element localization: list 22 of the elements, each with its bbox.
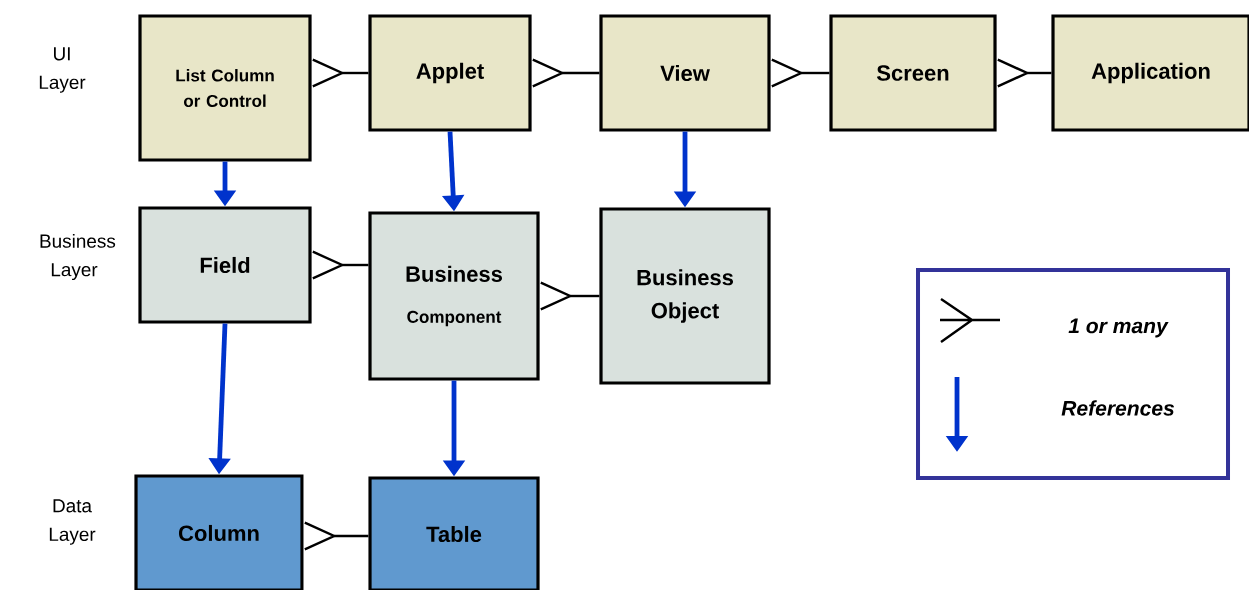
crows-foot-connector [312, 250, 369, 280]
crows-foot-connector [312, 58, 369, 88]
crows-foot-connector [771, 58, 830, 88]
crows-foot-connector [532, 58, 600, 88]
entity-box: Field [138, 206, 312, 324]
layer-label: Data Layer [49, 499, 96, 545]
crows-foot-connector [540, 281, 600, 311]
entity-box: Business Object [599, 207, 771, 385]
legend-text: 1 or many [1068, 318, 1169, 338]
crows-foot-connector [304, 521, 369, 551]
entity-box: Application [1051, 14, 1249, 132]
entity-box: List Column or Control [138, 14, 312, 162]
legend-text: References [1061, 400, 1175, 416]
crows-foot-connector [997, 58, 1052, 88]
entity-box: Screen [829, 14, 997, 132]
entity-box: Applet [368, 14, 532, 132]
layer-label: UI Layer [39, 47, 86, 93]
layer-label: Business Layer [40, 233, 116, 281]
entity-box: Column [134, 474, 304, 590]
entity-box: Table [368, 476, 540, 590]
entity-box: Business Component [368, 211, 540, 381]
entity-box: View [599, 14, 771, 132]
